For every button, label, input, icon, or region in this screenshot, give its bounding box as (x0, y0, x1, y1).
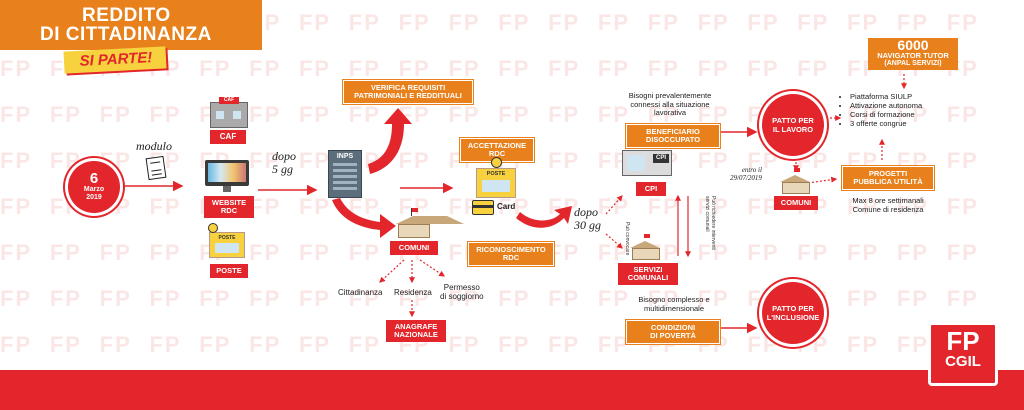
navigator-sub: (ANPAL SERVIZI) (884, 60, 942, 67)
check-cittadinanza: Cittadinanza (338, 288, 383, 297)
modulo-label: modulo (136, 139, 172, 153)
title-line-1: REDDITO (82, 5, 171, 26)
card-label: Card (497, 202, 516, 211)
cpi-building-icon: CPI (622, 150, 672, 176)
inps-sign: INPS (336, 153, 354, 160)
verifica-requisiti-label: VERIFICA REQUISITI PATRIMONIALI E REDDIT… (343, 80, 473, 104)
card-icon (472, 200, 494, 215)
check-permesso: Permesso di soggiorno (440, 283, 484, 301)
dotted-comuni-progetti (807, 176, 838, 184)
poste-kiosk-icon: POSTE (208, 223, 245, 258)
caf-sign: CAF (219, 97, 239, 104)
max-ore-text: Max 8 ore settimanali Comune di residenz… (852, 196, 924, 214)
start-day: 6 (89, 170, 99, 187)
servizi-comunali-label: SERVIZI COMUNALI (618, 263, 678, 285)
servizi-building-icon (630, 234, 660, 260)
header-banner (0, 0, 262, 50)
municipal-building-icon (396, 208, 464, 238)
caf-building-icon: CAF (210, 97, 248, 128)
services-list: Piattaforma SIULP Attivazione autonoma C… (842, 92, 922, 128)
navigator-count: 6000 (897, 37, 929, 53)
cpi-label: CPI (636, 182, 666, 196)
dotted-to-cpi (605, 195, 623, 215)
big-arrow-poste (516, 206, 572, 228)
title-line-2: DI CITTADINANZA (40, 24, 212, 45)
document-icon (145, 155, 167, 181)
start-month: Marzo (83, 186, 105, 193)
start-date-circle: 6 Marzo 2019 (68, 161, 120, 213)
comuni-right-building-icon (780, 168, 810, 194)
inps-building-icon: INPS (328, 150, 362, 198)
service-item: Attivazione autonoma (850, 101, 922, 110)
caf-label: CAF (210, 130, 246, 144)
vertical-label-richiedere: Può richiedere interventi servizi comuna… (704, 196, 716, 250)
navigator-line: NAVIGATOR TUTOR (877, 51, 949, 60)
entro-date: entro il 29/07/2019 (730, 166, 762, 182)
logo-cgil: CGIL (945, 353, 981, 370)
poste-sign: POSTE (218, 235, 236, 241)
fp-cgil-logo: FP CGIL (928, 322, 998, 386)
website-rdc-label: WEBSITE RDC (204, 196, 254, 218)
big-arrow-comuni (332, 198, 396, 238)
dotted-to-servizi (605, 233, 623, 249)
bisogni-text: Bisogni prevalentemente connessi alla si… (628, 91, 712, 117)
service-item: 3 offerte congrue (850, 119, 922, 128)
big-arrow-verifica (368, 108, 412, 174)
service-item: Corsi di formazione (850, 110, 922, 119)
dopo-30-gg: dopo 30 gg (574, 205, 601, 232)
patto-inclusione-circle: PATTO PER L'INCLUSIONE (762, 282, 824, 344)
progetti-pubblica-utilita-label: PROGETTI PUBBLICA UTILITÀ (842, 166, 934, 190)
anagrafe-nazionale-label: ANAGRAFE NAZIONALE (386, 320, 446, 342)
patto-lavoro-circle: PATTO PER IL LAVORO (762, 94, 824, 156)
start-year: 2019 (86, 194, 102, 201)
computer-icon (205, 160, 249, 192)
riconoscimento-rdc-label: RICONOSCIMENTO RDC (468, 242, 554, 266)
comuni-right-label: COMUNI (774, 196, 818, 210)
check-residenza: Residenza (394, 288, 432, 297)
beneficiario-disoccupato-label: BENEFICIARIO DISOCCUPATO (626, 124, 720, 148)
dotted-permesso (419, 259, 445, 277)
navigator-box: 6000 NAVIGATOR TUTOR (ANPAL SERVIZI) (868, 38, 958, 70)
poste-label: POSTE (210, 264, 248, 278)
poste-mid-sign: POSTE (486, 171, 506, 177)
footer-band (0, 370, 1024, 410)
logo-fp: FP (946, 326, 980, 356)
comuni-left-label: COMUNI (390, 241, 438, 255)
service-item: Piattaforma SIULP (850, 92, 922, 101)
poste-office-icon: POSTE (476, 157, 516, 198)
vertical-label-convocare: Può convocare (624, 222, 630, 256)
bisogno-complesso-text: Bisogno complesso e multidimensionale (638, 295, 710, 313)
dotted-cittadinanza (379, 259, 405, 283)
condizioni-poverta-label: CONDIZIONI DI POVERTÀ (626, 320, 720, 344)
dopo-5-gg: dopo 5 gg (272, 149, 296, 176)
cpi-sign: CPI (653, 154, 669, 163)
patto-lavoro-text: PATTO PER IL LAVORO (772, 116, 814, 134)
patto-inclusione-text: PATTO PER L'INCLUSIONE (766, 304, 820, 322)
